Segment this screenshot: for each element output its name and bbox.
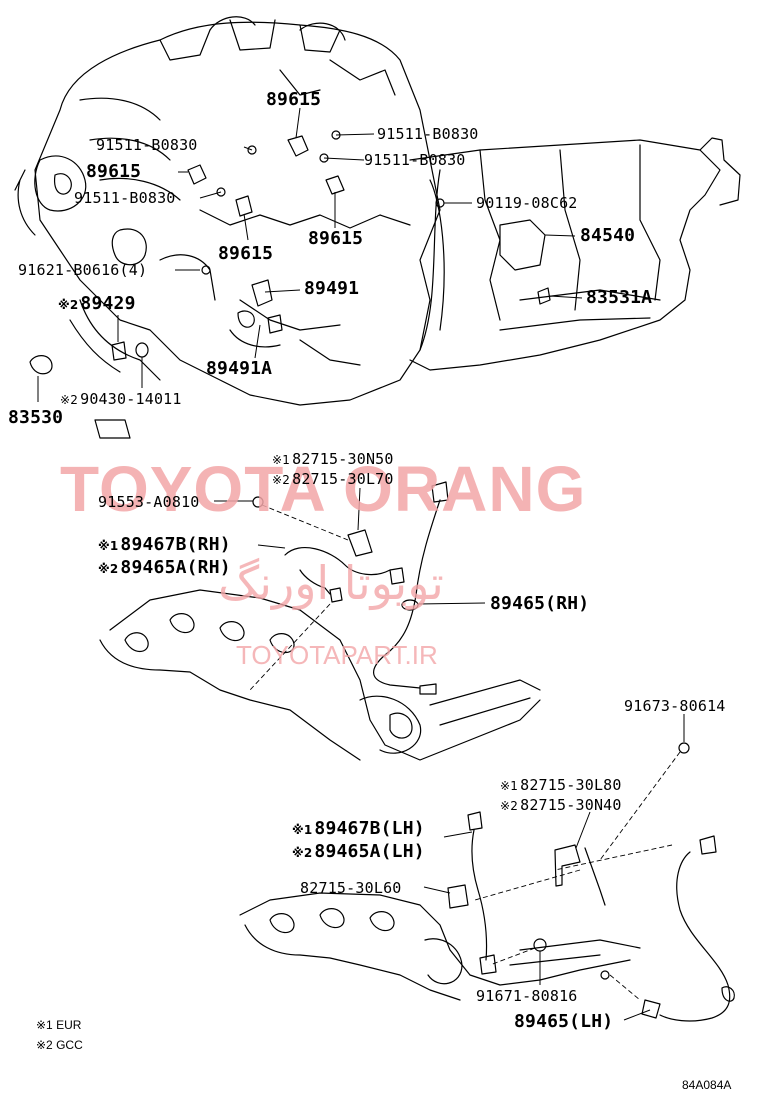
part-label-83531A[interactable]: 83531A <box>586 287 653 308</box>
part-label-89615-right[interactable]: 89615 <box>308 228 364 249</box>
diagram-reference: 84A084A <box>682 1078 732 1092</box>
watermark-arabic: تویوتا اورنگ <box>218 556 444 610</box>
part-label-84540[interactable]: 84540 <box>580 225 636 246</box>
dashed-guides <box>249 504 681 1001</box>
part-label-91511-b[interactable]: 91511-B0830 <box>377 125 479 143</box>
rh-exhaust-illustration <box>99 589 541 761</box>
part-label-91511-c[interactable]: 91511-B0830 <box>74 189 176 207</box>
part-label-82715-30L60[interactable]: 82715-30L60 <box>300 879 402 897</box>
part-label-91621[interactable]: 91621-B0616(4) <box>18 261 148 279</box>
part-label-91511-d[interactable]: 91511-B0830 <box>364 151 466 169</box>
part-label-90119[interactable]: 90119-08C62 <box>476 194 578 212</box>
transmission-illustration <box>409 137 741 371</box>
part-label-91673[interactable]: 91673-80614 <box>624 697 726 715</box>
part-label-89615-left[interactable]: 89615 <box>86 161 142 182</box>
part-label-91511-a[interactable]: 91511-B0830 <box>96 136 198 154</box>
part-label-89491A[interactable]: 89491A <box>206 358 273 379</box>
part-label-89465-rh[interactable]: 89465(RH) <box>490 593 590 614</box>
watermark-brand: TOYOTA ORANG <box>60 453 587 525</box>
rh-sensor-parts <box>252 481 449 695</box>
lh-exhaust-illustration <box>239 892 641 1001</box>
lh-sensor-parts <box>447 742 735 1022</box>
part-label-91553[interactable]: 91553-A0810 <box>98 493 200 511</box>
leader-lines <box>37 107 685 1021</box>
part-label-83530[interactable]: 83530 <box>8 407 64 428</box>
part-label-89615-top[interactable]: 89615 <box>266 89 322 110</box>
part-label-89491[interactable]: 89491 <box>304 278 360 299</box>
part-label-89465-lh[interactable]: 89465(LH) <box>514 1011 614 1032</box>
note-eur: ※1 EUR <box>36 1018 82 1032</box>
watermark-site: TOYOTAPART.IR <box>236 640 438 670</box>
part-label-89615-mid[interactable]: 89615 <box>218 243 274 264</box>
engine-sensor-parts <box>29 130 551 375</box>
engine-illustration <box>14 16 441 439</box>
part-label-91671[interactable]: 91671-80816 <box>476 987 578 1005</box>
note-gcc: ※2 GCC <box>36 1038 83 1052</box>
